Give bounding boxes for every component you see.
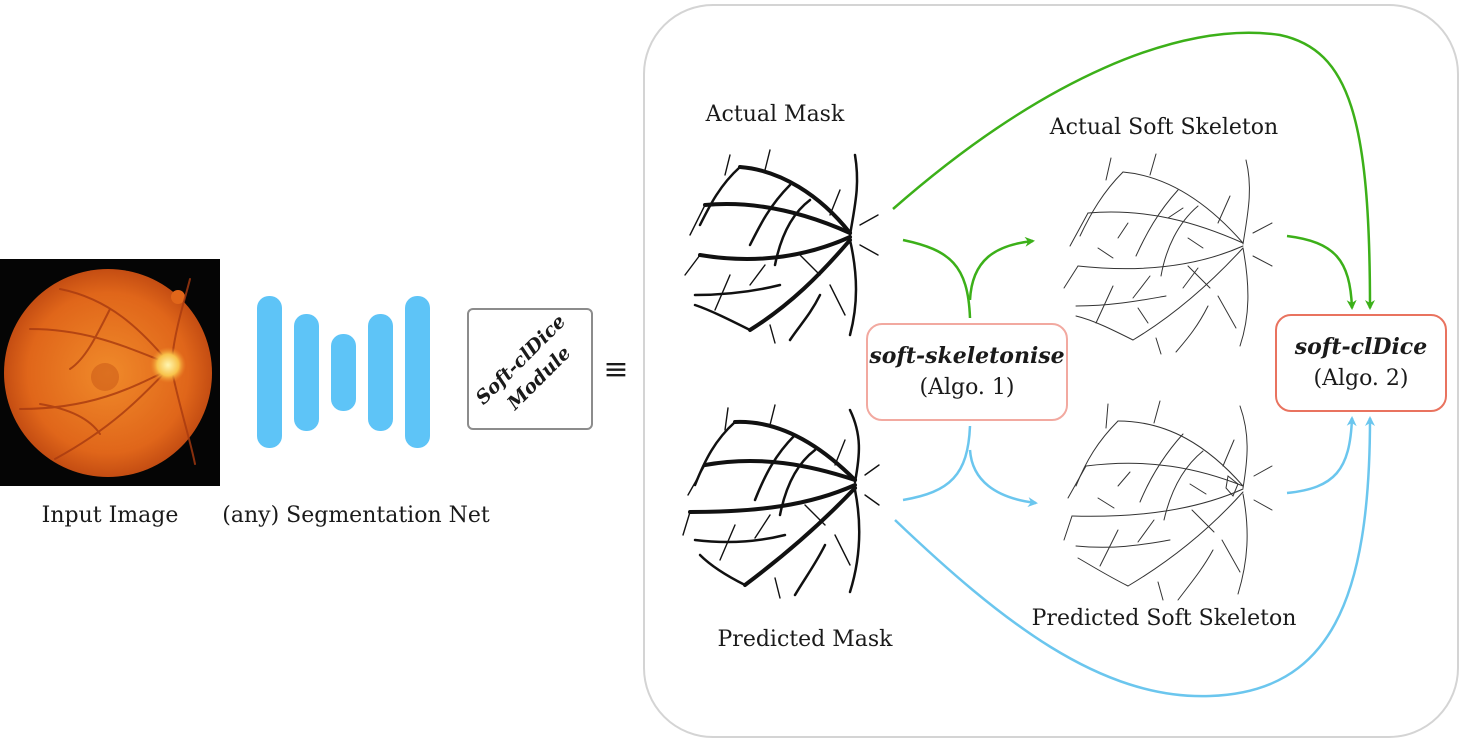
predicted-skeleton-image bbox=[1063, 400, 1273, 601]
arrow-predicted-mask-to-skeletonise bbox=[902, 425, 972, 502]
equivalence-symbol: ≡ bbox=[603, 352, 629, 387]
net-layer-2 bbox=[294, 314, 319, 431]
actual-skeleton-image bbox=[1063, 153, 1273, 355]
predicted-mask-label: Predicted Mask bbox=[717, 627, 893, 652]
soft-skeletonise-box: soft-skeletonise (Algo. 1) bbox=[866, 323, 1068, 421]
soft-skeletonise-title: soft-skeletonise bbox=[869, 343, 1065, 369]
soft-skeletonise-ref: (Algo. 1) bbox=[919, 375, 1015, 400]
arrow-actual-mask-to-skeletonise bbox=[902, 238, 972, 319]
net-layer-1 bbox=[257, 296, 282, 448]
arrow-skeletonise-to-actual-skeleton bbox=[968, 236, 1035, 301]
arrow-actual-skeleton-to-cldice bbox=[1286, 234, 1357, 310]
arrow-predicted-mask-to-cldice bbox=[894, 416, 1375, 698]
net-layer-5 bbox=[405, 296, 430, 448]
soft-cldice-module-box: Soft-clDice Module bbox=[467, 308, 593, 430]
input-image-label: Input Image bbox=[41, 503, 179, 528]
net-layer-4 bbox=[368, 314, 393, 431]
arrow-predicted-skeleton-to-cldice bbox=[1286, 416, 1357, 495]
segmentation-net-label: (any) Segmentation Net bbox=[222, 503, 490, 528]
soft-cldice-box: soft-clDice (Algo. 2) bbox=[1275, 314, 1447, 412]
net-layer-3 bbox=[331, 334, 356, 411]
predicted-skeleton-label: Predicted Soft Skeleton bbox=[1031, 606, 1297, 631]
soft-cldice-ref: (Algo. 2) bbox=[1313, 366, 1409, 391]
actual-skeleton-label: Actual Soft Skeleton bbox=[1049, 115, 1279, 140]
input-image bbox=[0, 259, 220, 486]
soft-cldice-title: soft-clDice bbox=[1294, 334, 1428, 360]
arrow-actual-mask-to-cldice bbox=[892, 31, 1375, 310]
actual-mask-label: Actual Mask bbox=[705, 102, 845, 127]
predicted-mask-image bbox=[682, 404, 880, 599]
module-panel bbox=[643, 4, 1459, 738]
arrow-skeletonise-to-predicted-skeleton bbox=[968, 449, 1038, 507]
actual-mask-image bbox=[684, 149, 879, 344]
